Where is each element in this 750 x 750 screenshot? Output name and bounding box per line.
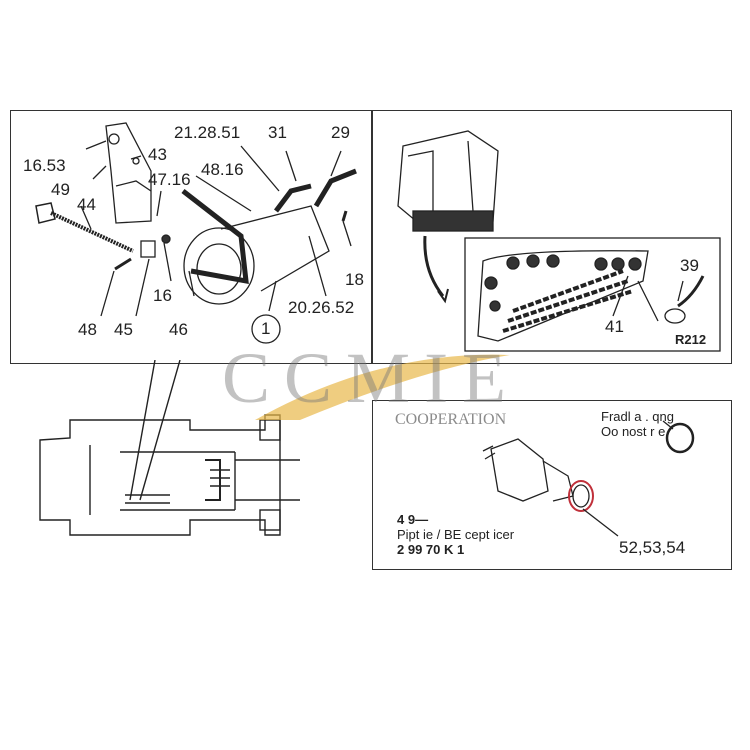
code-r212: R212 — [675, 332, 707, 347]
callout-48-16: 48.16 — [201, 160, 244, 179]
callout-45: 45 — [114, 320, 133, 339]
callout-48: 48 — [78, 320, 97, 339]
watermark-subtitle: COOPERATION — [395, 411, 507, 428]
cab-panel: 39 41 R212 — [372, 110, 732, 364]
callout-18: 18 — [345, 270, 364, 289]
note-line-2: Oo nost r e — [601, 424, 666, 439]
callout-43: 43 — [148, 145, 167, 164]
sensor-panel: Fradl a . qng Oo nost r e 52,53,54 4 9— … — [372, 400, 732, 570]
callout-16-53: 16.53 — [23, 156, 66, 175]
compressor-drawing — [35, 122, 357, 344]
callout-29: 29 — [331, 123, 350, 142]
callout-52-53-54: 52,53,54 — [619, 538, 686, 557]
callout-16: 16 — [153, 286, 172, 305]
callout-47-16: 47.16 — [148, 170, 191, 189]
callout-39: 39 — [680, 256, 699, 275]
callout-1: 1 — [261, 319, 271, 338]
callout-21-28-51: 21.28.51 — [174, 123, 241, 142]
ref-line-2: Pipt ie / BE cept icer — [397, 527, 515, 542]
note-line-1: Fradl a . qng — [601, 409, 674, 424]
cab-drawing — [397, 130, 721, 352]
watermark-brand: CCMIE — [222, 338, 521, 418]
cross-section-drawing — [39, 360, 300, 536]
ref-line-1: 4 9— — [397, 512, 429, 527]
compressor-panel: 16.53 49 43 47.16 44 48.16 21.28.51 31 2… — [10, 110, 372, 364]
callout-46: 46 — [169, 320, 188, 339]
callout-41: 41 — [605, 317, 624, 336]
callout-44: 44 — [77, 195, 96, 214]
callout-20-26-52: 20.26.52 — [288, 298, 355, 317]
callout-31: 31 — [268, 123, 287, 142]
callout-49: 49 — [51, 180, 70, 199]
ref-line-3: 2 99 70 K 1 — [397, 542, 465, 557]
sensor-drawing — [482, 420, 695, 537]
